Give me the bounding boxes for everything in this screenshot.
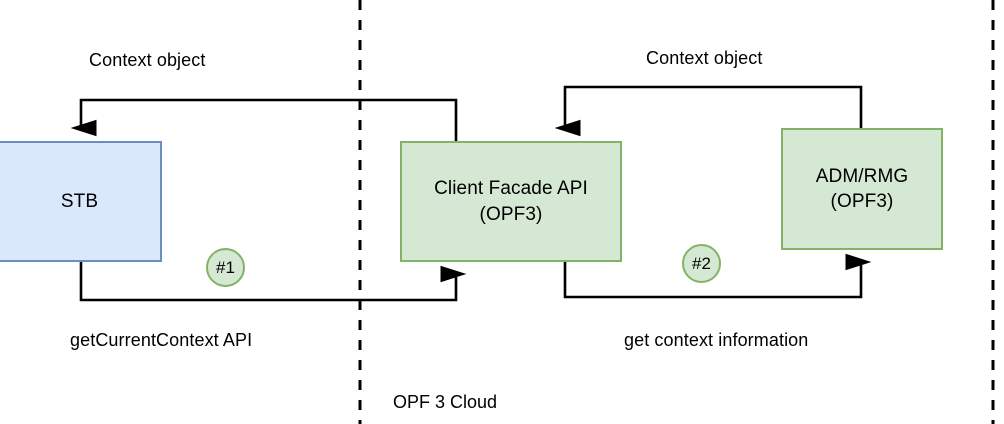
- node-client-facade-api-label-line1: Client Facade API: [434, 178, 588, 200]
- zone-label-opf3-cloud: OPF 3 Cloud: [393, 392, 498, 412]
- node-adm-rmg-label: ADM/RMG (OPF3): [816, 164, 909, 214]
- edge-get-context-information: [563, 253, 872, 299]
- node-adm-rmg-label-line2: (OPF3): [830, 191, 894, 212]
- node-adm-rmg-label-line1: ADM/RMG: [815, 165, 909, 187]
- node-client-facade-api-label-line2: (OPF3): [479, 203, 543, 225]
- badge-step-2[interactable]: #2: [682, 244, 721, 283]
- edge-label-get-context-information: get context information: [624, 330, 809, 350]
- badge-step-1[interactable]: #1: [206, 248, 245, 287]
- node-stb[interactable]: STB: [0, 141, 162, 262]
- edge-get-current-context: [79, 261, 467, 302]
- edge-return-context-to-stb: [70, 98, 458, 141]
- badge-step-2-label: #2: [692, 253, 711, 273]
- node-client-facade-api-label: Client Facade API (OPF3): [434, 176, 588, 226]
- badge-step-1-label: #1: [216, 257, 235, 277]
- edge-label-return-context-to-stb: Context object: [89, 50, 206, 70]
- edge-label-get-current-context: getCurrentContext API: [70, 330, 253, 350]
- node-adm-rmg[interactable]: ADM/RMG (OPF3): [781, 128, 943, 250]
- edge-return-context-to-facade: [554, 85, 863, 137]
- node-client-facade-api[interactable]: Client Facade API (OPF3): [400, 141, 622, 262]
- node-stb-label: STB: [60, 190, 99, 212]
- edge-label-return-context-to-facade: Context object: [646, 48, 763, 68]
